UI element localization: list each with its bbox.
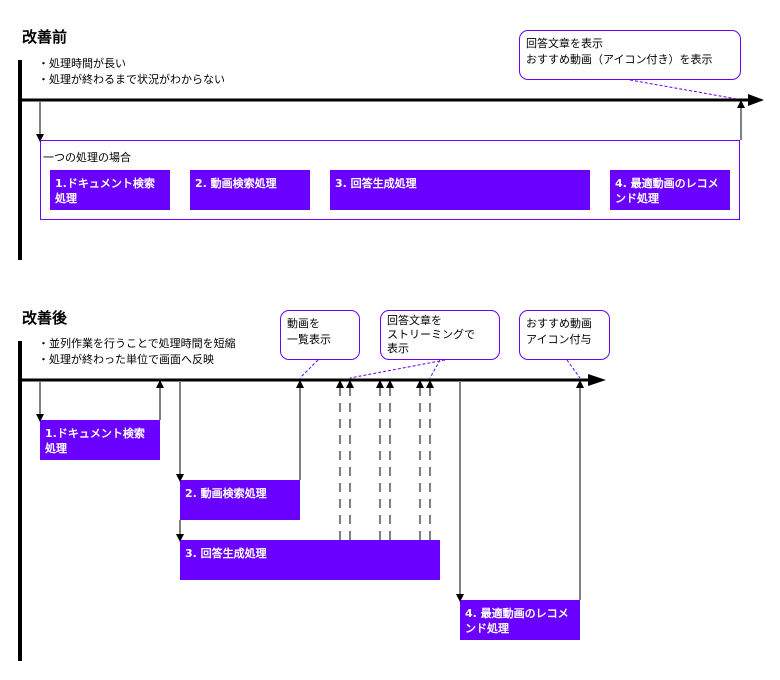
after-bullet-2: ・処理が終わった単位で画面へ反映 [38, 353, 214, 366]
after-callout-1-leader [299, 359, 319, 379]
callout-line-1: 回答文章を [387, 314, 442, 327]
step-label-line-2: 処理 [45, 442, 67, 455]
before-callout-leader [629, 79, 738, 100]
callout-line-1: 回答文章を表示 [526, 37, 603, 50]
callout-line-2: アイコン付与 [526, 333, 592, 346]
after-step-1-document-search: 1.ドキュメント検索 処理 [40, 420, 160, 460]
before-step-4-recommendation: 4. 最適動画のレコメ ンド処理 [610, 170, 730, 210]
before-timeline-arrowhead [748, 94, 764, 106]
after-title: 改善後 [22, 309, 68, 327]
callout-line-2: 一覧表示 [287, 333, 331, 346]
after-callout-recommend-icon: おすすめ動画 アイコン付与 [519, 310, 610, 360]
after-callout-video-list: 動画を 一覧表示 [280, 310, 360, 360]
before-bullet-1: ・処理時間が長い [38, 57, 126, 70]
step-label-line-1: 3. 回答生成処理 [335, 177, 417, 190]
before-step-3-answer-generation: 3. 回答生成処理 [330, 170, 590, 210]
after-callout-answer-streaming: 回答文章を ストリーミングで 表示 [380, 310, 500, 360]
callout-line-2: ストリーミングで [387, 328, 475, 341]
step-label-line-1: 2. 動画検索処理 [195, 177, 277, 190]
step-label-line-2: ンド処理 [615, 192, 659, 205]
callout-line-3: 表示 [387, 342, 409, 355]
callout-line-1: 動画を [287, 317, 320, 330]
before-step-1-document-search: 1.ドキュメント検索 処理 [50, 170, 170, 210]
before-title: 改善前 [22, 28, 68, 46]
step-label-line-1: 4. 最適動画のレコメ [615, 177, 719, 190]
after-timeline-vertical-bar [18, 341, 22, 661]
after-callout-3-leader [566, 359, 581, 379]
step-label-line-1: 1.ドキュメント検索 [55, 177, 155, 190]
after-bullet-1: ・並列作業を行うことで処理時間を短縮 [38, 337, 236, 350]
step-label-line-1: 3. 回答生成処理 [185, 547, 267, 560]
step-label-line-2: 処理 [55, 192, 77, 205]
before-timeline-vertical-bar [18, 60, 22, 260]
after-timeline-arrowhead [588, 374, 606, 386]
step-label-line-2: ンド処理 [465, 622, 509, 635]
before-frame-label: 一つの処理の場合 [43, 151, 131, 164]
step-label-line-1: 2. 動画検索処理 [185, 487, 267, 500]
after-streaming-arrows [336, 380, 434, 540]
step-label-line-1: 4. 最適動画のレコメ [465, 607, 569, 620]
after-step-3-answer-generation: 3. 回答生成処理 [180, 540, 440, 580]
after-step-2-video-search: 2. 動画検索処理 [180, 480, 300, 520]
after-bullet-list: ・並列作業を行うことで処理時間を短縮 ・処理が終わった単位で画面へ反映 [38, 336, 236, 368]
after-callout-2-leader-right [429, 359, 441, 379]
step-label-line-1: 1.ドキュメント検索 [45, 427, 145, 440]
before-callout-display-results: 回答文章を表示 おすすめ動画（アイコン付き）を表示 [519, 30, 741, 80]
before-step-2-video-search: 2. 動画検索処理 [190, 170, 310, 210]
after-step-4-recommendation: 4. 最適動画のレコメ ンド処理 [460, 600, 580, 640]
before-bullet-list: ・処理時間が長い ・処理が終わるまで状況がわからない [38, 56, 225, 88]
after-callout-2-leader-left [349, 359, 446, 379]
before-bullet-2: ・処理が終わるまで状況がわからない [38, 73, 225, 86]
callout-line-1: おすすめ動画 [526, 317, 592, 330]
callout-line-2: おすすめ動画（アイコン付き）を表示 [526, 53, 713, 66]
